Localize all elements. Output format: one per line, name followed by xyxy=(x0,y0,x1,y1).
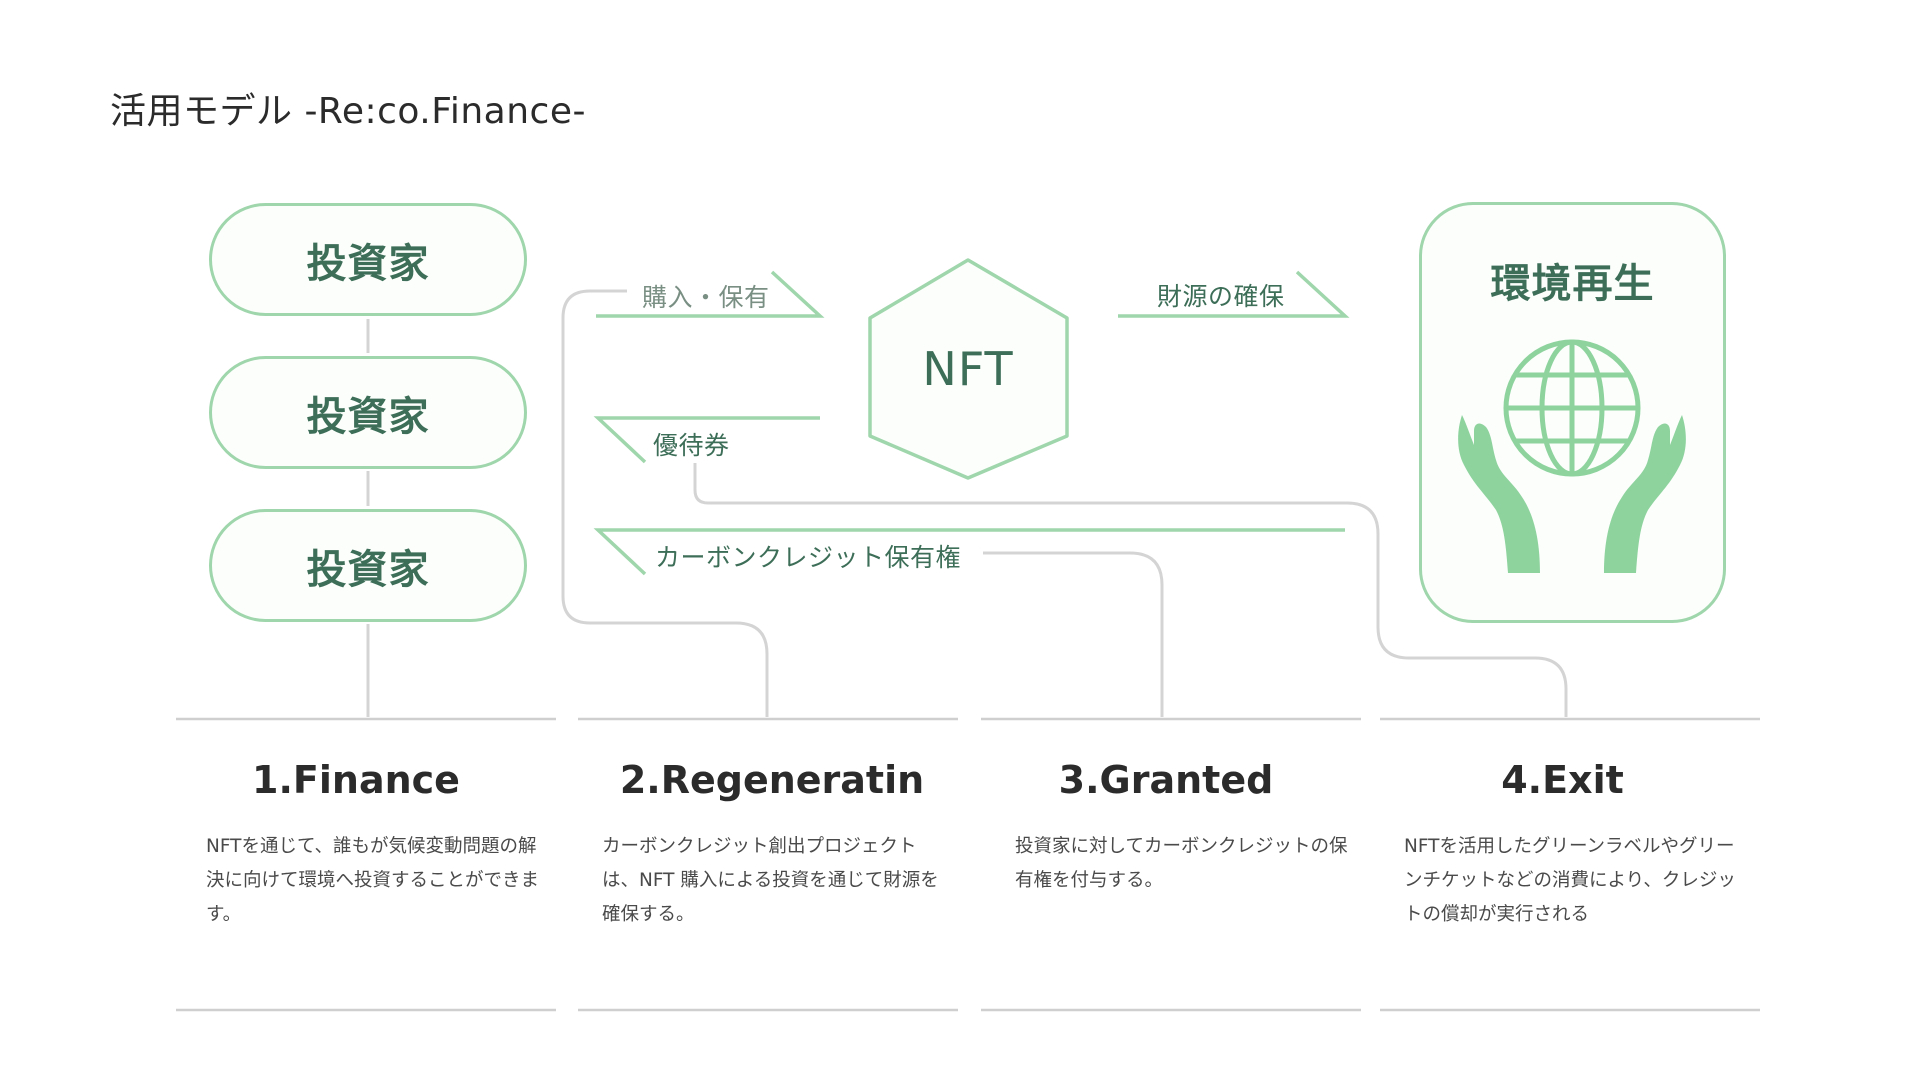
column-description: NFTを活用したグリーンラベルやグリーンチケットなどの消費により、クレジットの償… xyxy=(1404,836,1736,925)
investor-box-1: 投資家 xyxy=(209,203,527,316)
carbon-right-label: カーボンクレジット保有権 xyxy=(655,538,968,574)
benefit-arrow xyxy=(593,416,820,464)
carbon-right-arrow xyxy=(593,528,1345,576)
column-title: 2.Regeneratin xyxy=(619,758,925,802)
carbon-right-connector xyxy=(983,551,1164,717)
nft-label: NFT xyxy=(922,342,1014,396)
investor-box-2: 投資家 xyxy=(209,356,527,469)
funding-label: 財源の確保 xyxy=(1157,282,1285,311)
page-title: 活用モデル -Re:co.Finance- xyxy=(110,91,586,132)
column-description: 投資家に対してカーボンクレジットの保有権を付与する。 xyxy=(1015,836,1348,891)
nft-hexagon xyxy=(868,258,1069,480)
environment-box: 環境再生 xyxy=(1419,202,1726,623)
column-description: カーボンクレジット創出プロジェクトは、NFT 購入による投資を通じて財源を確保す… xyxy=(602,836,939,925)
purchase-connector xyxy=(561,289,769,717)
environment-title: 環境再生 xyxy=(1490,261,1655,307)
column-title: 3.Granted xyxy=(1058,758,1274,802)
investor-box-3: 投資家 xyxy=(209,509,527,622)
column-title: 4.Exit xyxy=(1501,758,1624,802)
purchase-label: 購入・保有 xyxy=(642,283,770,312)
globe-in-hands-icon xyxy=(1458,339,1686,573)
column-description: NFTを通じて、誰もが気候変動問題の解決に向けて環境へ投資することができます。 xyxy=(206,836,540,925)
benefit-label: 優待券 xyxy=(653,431,730,460)
funding-arrow xyxy=(1118,270,1350,318)
benefit-connector xyxy=(693,463,1568,717)
column-title: 1.Finance xyxy=(252,758,460,802)
purchase-arrow xyxy=(596,270,825,318)
